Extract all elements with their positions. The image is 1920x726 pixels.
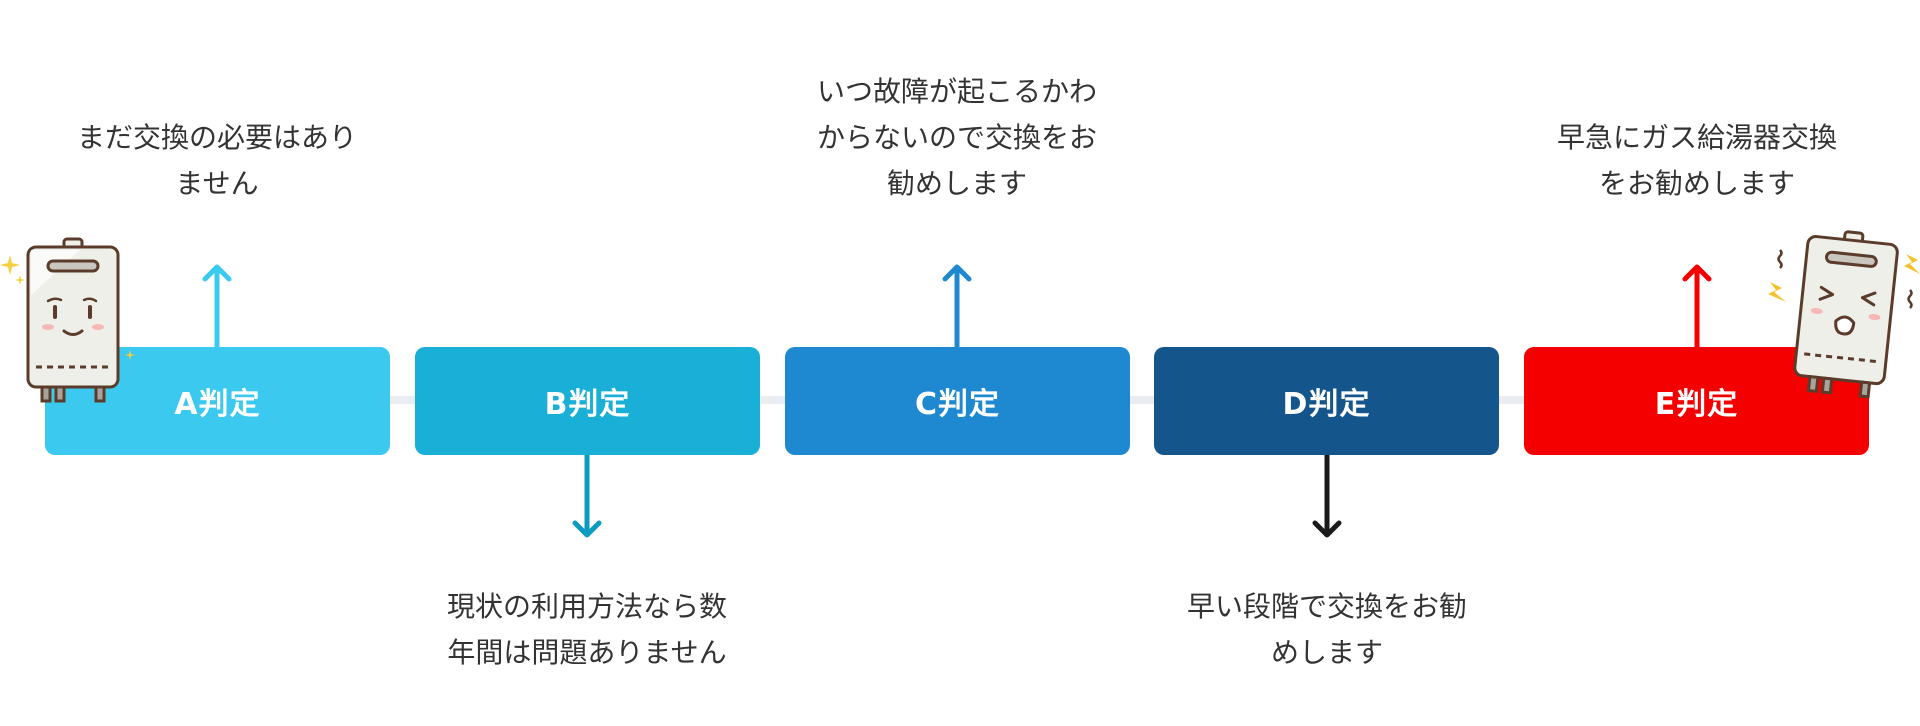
stage-e-description: 早急にガス給湯器交換 をお勧めします — [1556, 121, 1837, 200]
stage-a-description: まだ交換の必要はあり ません — [76, 121, 357, 200]
stage-e-arrow-up-icon — [1682, 264, 1712, 347]
distressed-water-heater-icon — [1768, 230, 1920, 399]
stage-e-label: E判定 — [1654, 387, 1739, 422]
stage-c-description: いつ故障が起こるかわ からないので交換をお 勧めします — [816, 75, 1097, 200]
stage-c-box: C判定 — [785, 347, 1130, 455]
stage-d-box: D判定 — [1154, 347, 1499, 455]
stage-a-arrow-up-icon — [202, 264, 232, 347]
stage-b-label: B判定 — [544, 387, 631, 422]
stage-a-label: A判定 — [174, 387, 261, 422]
stage-b-box: B判定 — [415, 347, 760, 455]
happy-water-heater-icon — [0, 237, 135, 403]
stage-d-label: D判定 — [1282, 387, 1371, 422]
stage-b-arrow-down-icon — [572, 455, 602, 538]
stage-c-label: C判定 — [914, 387, 1001, 422]
stage-d-description: 早い段階で交換をお勧 めします — [1186, 590, 1467, 669]
stage-d-arrow-down-icon — [1312, 455, 1342, 538]
stage-c-arrow-up-icon — [942, 264, 972, 347]
stage-b-description: 現状の利用方法なら数 年間は問題ありません — [446, 590, 727, 669]
